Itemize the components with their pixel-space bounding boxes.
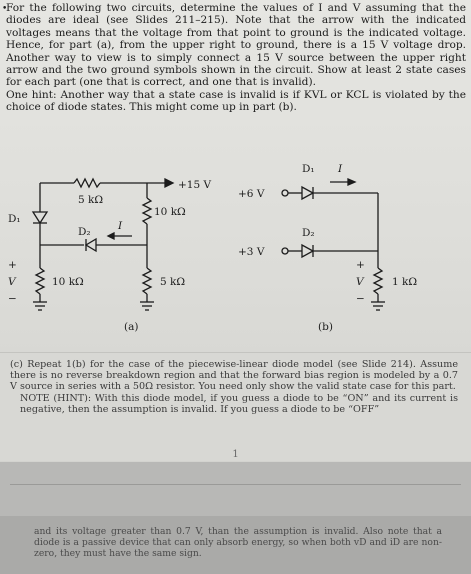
page-number: 1 — [232, 449, 239, 460]
label-r-top-a: 5 kΩ — [78, 194, 103, 206]
label-v-b: V — [356, 276, 365, 288]
resistor-10k-mid — [141, 197, 153, 225]
page-break — [0, 462, 471, 516]
label-r-right-a: 5 kΩ — [160, 276, 185, 288]
problem-hint: One hint: Another way that a state case … — [6, 88, 466, 114]
problem-page: • For the following two circuits, determ… — [0, 0, 471, 462]
label-minus-a: − — [8, 293, 17, 305]
current-arrow-a-head — [106, 231, 115, 241]
label-v6-b: +6 V — [238, 188, 265, 200]
label-current-b: I — [337, 163, 343, 175]
label-v3-b: +3 V — [238, 246, 265, 258]
label-d1-b: D₁ — [302, 163, 315, 175]
label-d2-b: D₂ — [302, 227, 315, 239]
part-c-text-block: (c) Repeat 1(b) for the case of the piec… — [10, 359, 458, 415]
part-c-text: (c) Repeat 1(b) for the case of the piec… — [10, 359, 458, 393]
supply-arrow-head — [164, 177, 175, 189]
label-current-a: I — [117, 220, 123, 232]
label-r-mid-a: 10 kΩ — [154, 206, 186, 218]
label-part-a: (a) — [124, 321, 138, 333]
circuit-a: 5 kΩ +15 V 10 kΩ D₁ D₂ I + V − 10 kΩ 5 k… — [8, 177, 211, 333]
current-arrow-b-head — [347, 178, 357, 186]
problem-text: For the following two circuits, determin… — [6, 2, 466, 89]
diode-d2-a — [84, 237, 97, 253]
label-supply-a: +15 V — [178, 179, 211, 191]
label-plus-a: + — [8, 259, 17, 271]
next-page: and its voltage greater than 0.7 V, than… — [0, 516, 471, 574]
resistor-5k-top — [73, 177, 101, 189]
label-plus-b: + — [356, 259, 365, 271]
problem-statement: • For the following two circuits, determ… — [2, 2, 466, 114]
label-r-left-a: 10 kΩ — [52, 276, 84, 288]
label-part-b: (b) — [318, 321, 333, 333]
part-c-section: (c) Repeat 1(b) for the case of the piec… — [0, 352, 471, 461]
label-r-b: 1 kΩ — [392, 276, 417, 288]
page-break-rule — [10, 484, 461, 485]
label-v-a: V — [8, 276, 17, 288]
diode-d1-a — [31, 211, 49, 225]
label-minus-b: − — [356, 293, 365, 305]
label-d1-a: D₁ — [8, 213, 21, 225]
bullet-mark: • — [2, 4, 8, 14]
circuit-diagrams: 5 kΩ +15 V 10 kΩ D₁ D₂ I + V − 10 kΩ 5 k… — [8, 163, 417, 333]
continuation-text: and its voltage greater than 0.7 V, than… — [34, 526, 442, 559]
part-c-note: NOTE (HINT): With this diode model, if y… — [20, 392, 458, 415]
diode-d1-b — [301, 185, 315, 201]
terminal-6v — [281, 189, 289, 197]
resistor-1k-b — [372, 267, 384, 295]
resistor-5k-right — [141, 267, 153, 295]
label-d2-a: D₂ — [78, 226, 91, 238]
circuit-b: D₁ I +6 V D₂ +3 V + V − 1 kΩ (b) — [238, 163, 417, 333]
resistor-10k-left — [34, 267, 46, 295]
diode-d2-b — [301, 243, 315, 259]
terminal-3v — [281, 247, 289, 255]
